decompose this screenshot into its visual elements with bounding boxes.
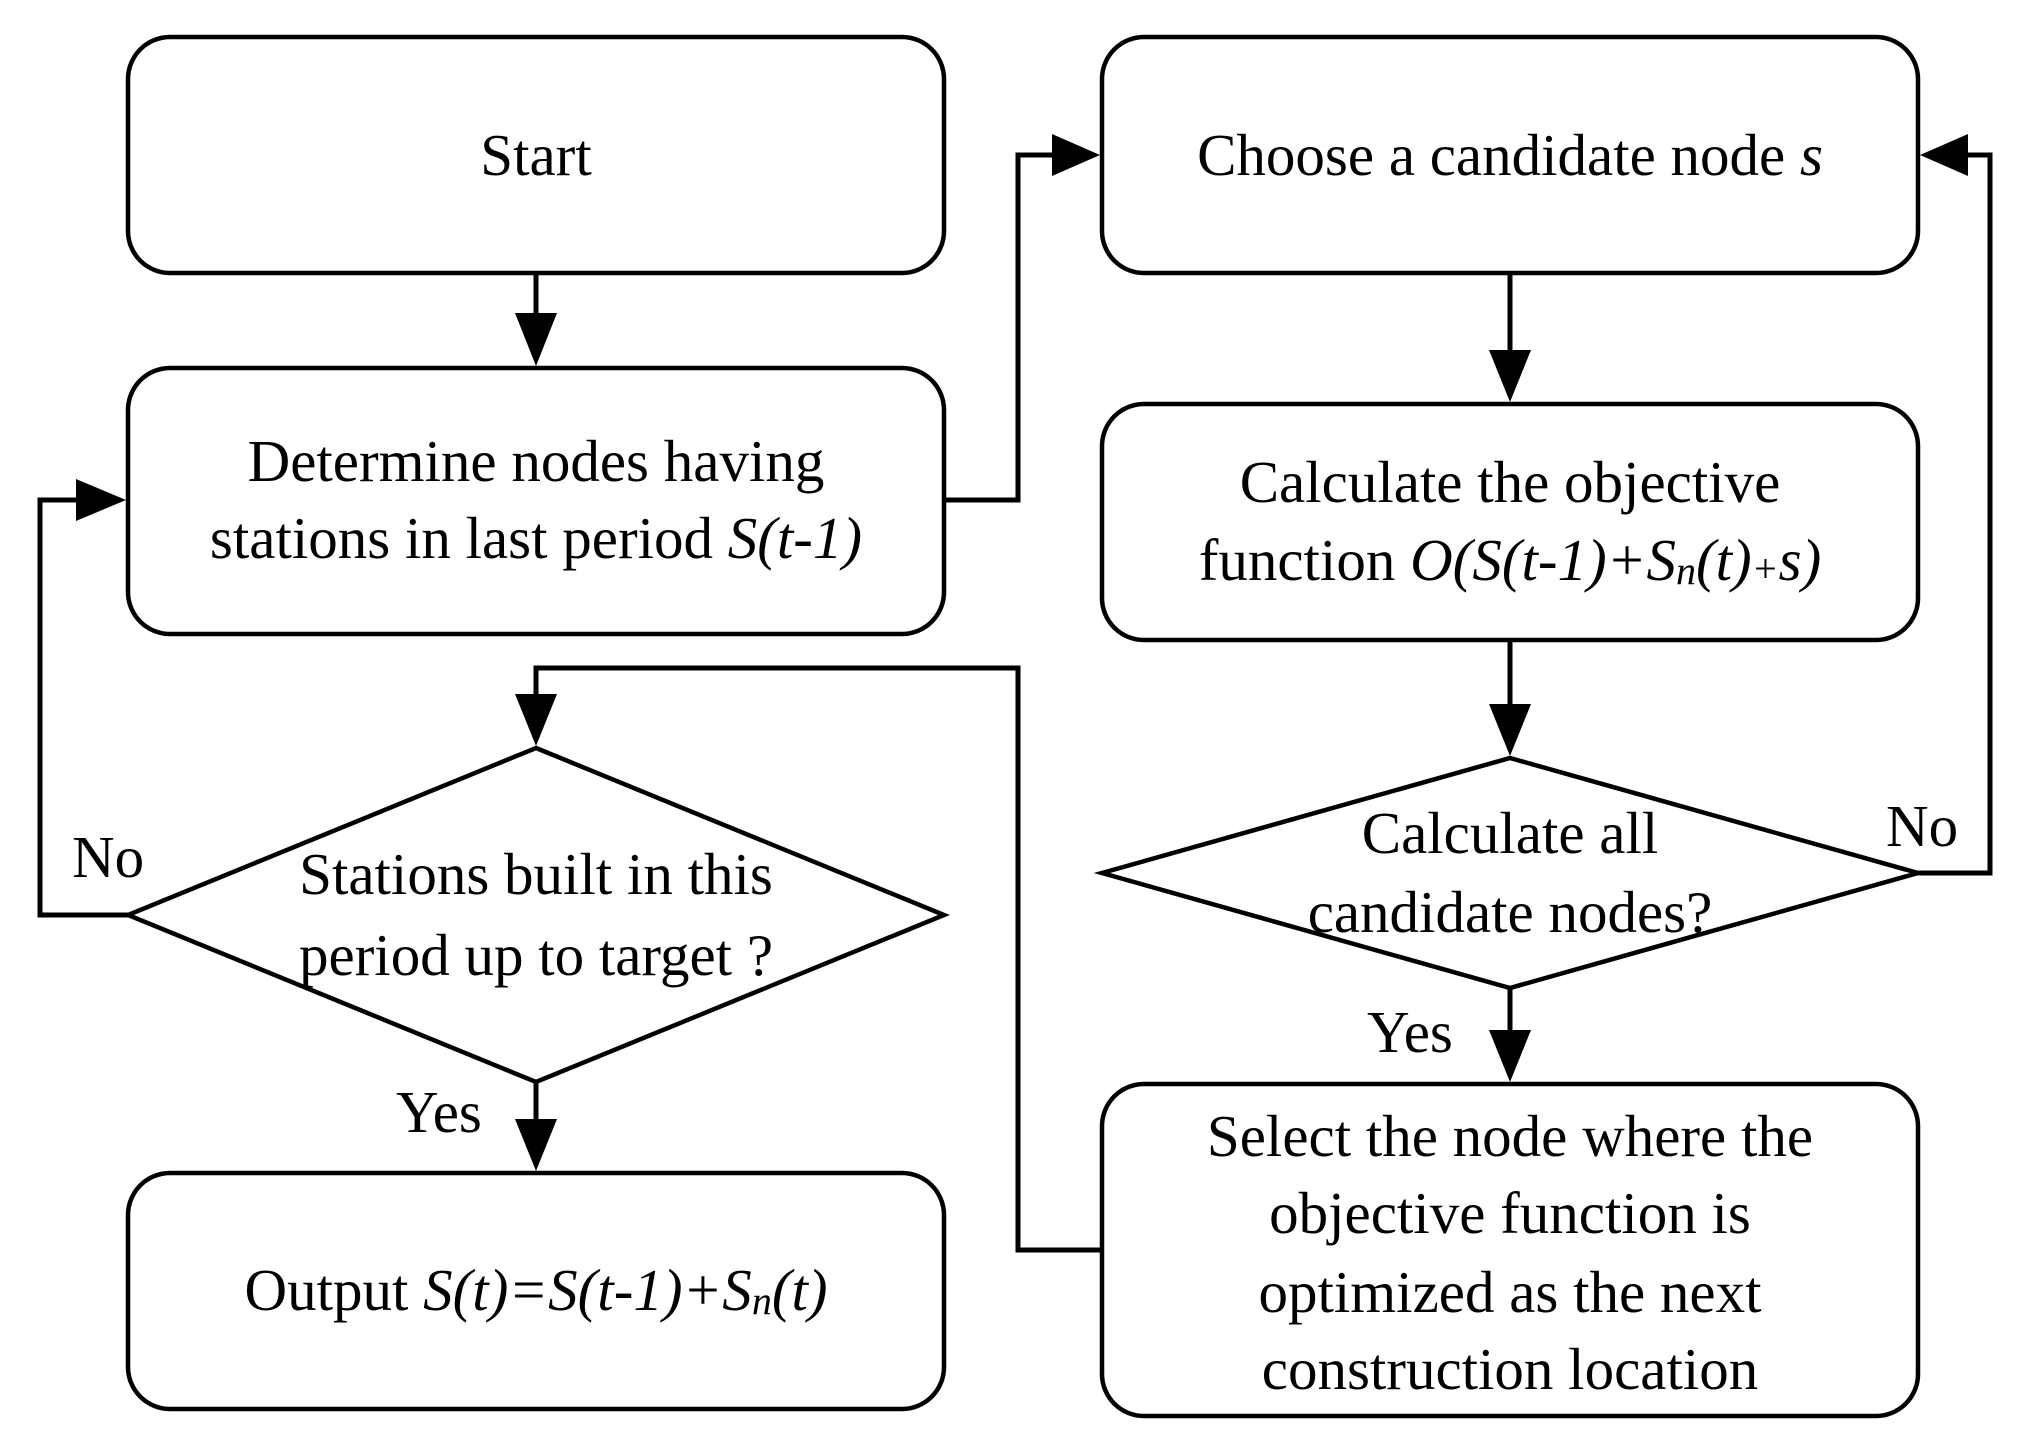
choose-node-label: Choose a candidate node s xyxy=(1197,122,1823,188)
start-node: Start xyxy=(125,34,947,276)
edge-check-all-yes xyxy=(1489,988,1531,1082)
edge-start-to-determine-arrowhead xyxy=(515,313,557,366)
output-node-box xyxy=(125,1170,947,1412)
check-built-diamond xyxy=(122,745,950,1085)
edge-check-built-no-arrowhead xyxy=(76,479,126,521)
edge-calculate-to-check-all xyxy=(1489,640,1531,756)
calculate-node-box xyxy=(1099,401,1921,643)
select-node-line4: construction location xyxy=(1262,1336,1758,1402)
determine-node-box xyxy=(125,365,947,637)
check-built-line2: period up to target ? xyxy=(299,922,773,988)
edge-determine-to-choose-line xyxy=(944,152,1058,503)
edge-choose-to-calculate xyxy=(1489,273,1531,402)
check-built-line1: Stations built in this xyxy=(299,841,773,907)
choose-node: Choose a candidate node s xyxy=(1099,34,1921,276)
select-node-line3: optimized as the next xyxy=(1259,1259,1763,1325)
check-all-line2: candidate nodes? xyxy=(1308,879,1713,945)
select-node-line2: objective function is xyxy=(1269,1180,1751,1246)
label-yes-right: Yes xyxy=(1367,999,1453,1065)
determine-node-line2: stations in last period S(t-1) xyxy=(210,505,862,571)
output-node: Output S(t)=S(t-1)+Sn(t) xyxy=(125,1170,947,1412)
edge-check-all-no-loop xyxy=(1918,134,1993,876)
edge-select-to-check-built-line xyxy=(533,665,1102,1253)
select-node: Select the node where the objective func… xyxy=(1099,1081,1921,1419)
determine-node: Determine nodes having stations in last … xyxy=(125,365,947,637)
calculate-node: Calculate the objective function O(S(t-1… xyxy=(1099,401,1921,643)
edge-determine-to-choose xyxy=(944,134,1100,503)
output-node-label: Output S(t)=S(t-1)+Sn(t) xyxy=(245,1257,828,1323)
check-built-decision: Stations built in this period up to targ… xyxy=(122,745,950,1085)
label-yes-left: Yes xyxy=(396,1079,482,1145)
select-node-line1: Select the node where the xyxy=(1207,1103,1813,1169)
start-node-label: Start xyxy=(480,122,592,188)
edge-determine-to-choose-arrowhead xyxy=(1052,134,1100,176)
edge-check-built-no-loop xyxy=(37,479,128,918)
check-all-decision: Calculate all candidate nodes? xyxy=(1093,755,1927,991)
label-no-right: No xyxy=(1886,793,1958,859)
edge-check-built-yes-arrowhead xyxy=(515,1119,557,1171)
edge-select-to-check-built-arrowhead xyxy=(515,694,557,746)
check-all-diamond xyxy=(1093,755,1927,991)
determine-node-line1: Determine nodes having xyxy=(248,428,825,494)
edge-start-to-determine xyxy=(515,273,557,366)
edge-choose-to-calculate-arrowhead xyxy=(1489,350,1531,402)
label-no-left: No xyxy=(72,824,144,890)
edge-check-all-no-arrowhead xyxy=(1920,134,1968,176)
edge-calculate-to-check-all-arrowhead xyxy=(1489,704,1531,756)
edge-check-all-yes-arrowhead xyxy=(1489,1030,1531,1082)
calculate-node-line2: function O(S(t-1)+Sn(t)+s) xyxy=(1199,527,1822,593)
check-all-line1: Calculate all xyxy=(1362,800,1659,866)
edge-check-built-no-line xyxy=(37,497,128,918)
edge-select-to-check-built xyxy=(515,665,1102,1253)
calculate-node-line1: Calculate the objective xyxy=(1240,449,1781,515)
edge-check-built-yes xyxy=(515,1082,557,1171)
edge-check-all-no-line xyxy=(1918,152,1993,876)
